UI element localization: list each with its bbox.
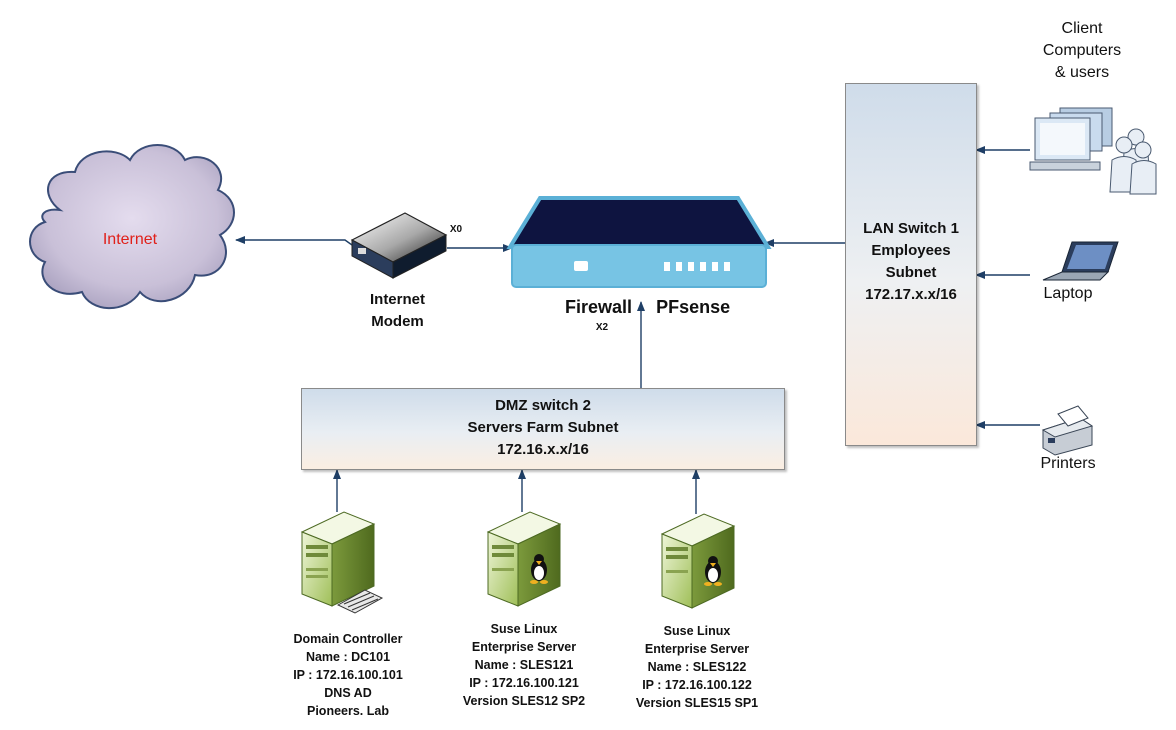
domain-controller-label: Domain Controller Name : DC101 IP : 172.…	[258, 630, 438, 720]
firewall-label-name: Firewall	[565, 297, 633, 317]
server-label-line: Name : DC101	[305, 650, 391, 664]
sles122-server-icon	[660, 513, 736, 609]
dmz-switch-subnet: 172.16.x.x/16	[497, 441, 589, 458]
modem-to-internet-arrow	[235, 236, 353, 246]
clients-label-line3: & users	[1054, 64, 1110, 81]
dmz-switch: DMZ switch 2 Servers Farm Subnet 172.16.…	[301, 388, 785, 470]
server-label-line: IP : 172.16.100.121	[469, 676, 579, 690]
server-label-line: IP : 172.16.100.101	[293, 668, 403, 682]
modem-port-x0: X0	[449, 224, 463, 235]
firewall-label-brand: PFsense	[656, 297, 731, 317]
clients-label-line2: Computers	[1042, 42, 1122, 59]
server-label-line: IP : 172.16.100.122	[642, 678, 752, 692]
server-label-line: Version SLES12 SP2	[462, 694, 586, 708]
firewall-port-x2: X2	[595, 322, 609, 333]
server-label-line: Enterprise Server	[471, 640, 577, 654]
server-label-line: Name : SLES121	[474, 658, 574, 672]
lan-switch-subnet-word: Subnet	[885, 264, 937, 281]
clients-label: Client Computers & users	[1020, 18, 1144, 84]
lan-switch-title: LAN Switch 1	[863, 220, 959, 237]
sles121-label: Suse Linux Enterprise Server Name : SLES…	[434, 620, 614, 710]
server-label-line: Pioneers. Lab	[307, 704, 389, 718]
modem-label: Internet Modem	[345, 289, 450, 333]
firewall-label: Firewall PFsense	[565, 297, 730, 318]
lan-switch-subnet-name: Employees	[871, 242, 951, 259]
laptop-label: Laptop	[1043, 285, 1093, 302]
server-label-line: Name : SLES122	[647, 660, 747, 674]
internet-label: Internet	[102, 231, 158, 248]
clients-label-line1: Client	[1061, 20, 1103, 37]
lan-switch-subnet: 172.17.x.x/16	[865, 286, 957, 303]
sles121-server-icon	[486, 511, 562, 607]
dmz-switch-title: DMZ switch 2	[495, 397, 591, 414]
server-label-line: Version SLES15 SP1	[635, 696, 759, 710]
server-label-line: Suse Linux	[663, 624, 731, 638]
server-label-line: Domain Controller	[293, 632, 403, 646]
dmz-switch-subnet-name: Servers Farm Subnet	[467, 419, 619, 436]
domain-controller-server-icon	[300, 511, 384, 614]
modem-label-line2: Modem	[371, 313, 424, 330]
lan-switch: LAN Switch 1 Employees Subnet 172.17.x.x…	[845, 83, 977, 446]
server-label-line: Suse Linux	[490, 622, 558, 636]
modem-label-line1: Internet	[369, 291, 425, 308]
server-label-line: Enterprise Server	[644, 642, 750, 656]
sles122-label: Suse Linux Enterprise Server Name : SLES…	[607, 622, 787, 712]
printers-label: Printers	[1040, 455, 1096, 472]
server-label-line: DNS AD	[324, 686, 372, 700]
